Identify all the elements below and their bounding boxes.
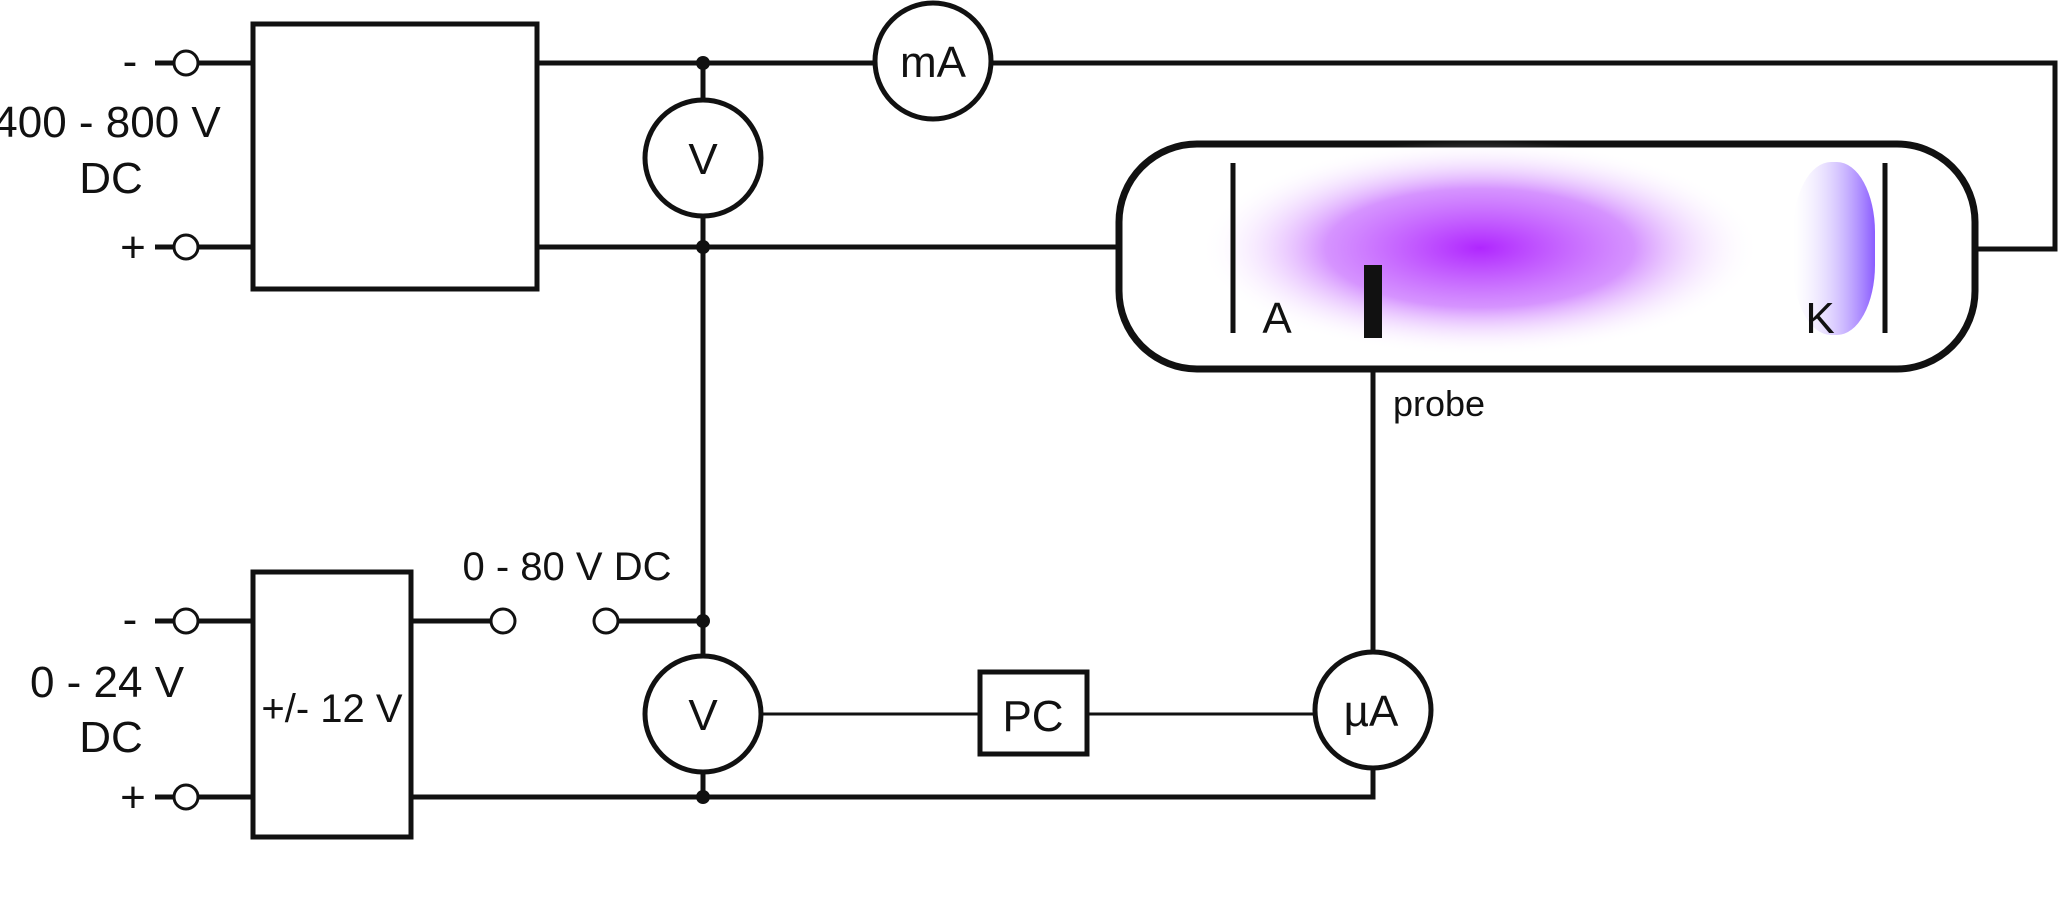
hv-supply-box <box>250 21 540 292</box>
lv-minus-terminal <box>172 607 200 635</box>
lv-plus-terminal <box>172 783 200 811</box>
lv-supply: - + 0 - 24 V DC +/- 12 V <box>30 569 414 840</box>
microammeter-circle <box>1312 649 1434 771</box>
microammeter-label: µA <box>1344 687 1399 736</box>
hv-minus-terminal <box>172 49 200 77</box>
hv-range-label: 400 - 800 V <box>0 98 221 147</box>
lv-plus-sign: + <box>120 773 146 822</box>
hv-type-label: DC <box>79 154 143 203</box>
probe-supply-terminal-left <box>489 607 517 635</box>
microammeter: µA <box>1312 649 1434 771</box>
hv-minus-sign: - <box>123 37 138 86</box>
pc-label: PC <box>1002 692 1063 741</box>
hv-plus-terminal <box>172 233 200 261</box>
milliammeter-label: mA <box>900 38 967 87</box>
cathode-label: K <box>1805 294 1834 343</box>
probe-supply: 0 - 80 V DC <box>463 545 672 635</box>
voltmeter-top-label: V <box>688 135 718 184</box>
plasma-glow <box>1200 140 1760 356</box>
lv-supply-box <box>250 569 414 840</box>
voltmeter-top: V <box>642 97 764 219</box>
hv-plus-sign: + <box>120 223 146 272</box>
pc-box <box>977 669 1090 757</box>
voltmeter-top-circle <box>642 97 764 219</box>
voltmeter-bottom: V <box>642 653 764 775</box>
bottom-return-wire <box>411 768 1376 800</box>
lv-range-label: 0 - 24 V <box>30 658 185 707</box>
anode-label: A <box>1262 294 1292 343</box>
discharge-tube: A K probe <box>1115 140 1979 424</box>
junction-dot <box>696 56 710 70</box>
junction-dot <box>696 790 710 804</box>
voltmeter-bottom-circle <box>642 653 764 775</box>
pc: PC <box>977 669 1090 757</box>
milliammeter-circle <box>872 0 994 122</box>
cathode-glow <box>1793 162 1875 335</box>
probe-supply-label: 0 - 80 V DC <box>463 545 672 589</box>
junctions <box>696 56 710 804</box>
hv-supply: - + 400 - 800 V DC <box>0 21 540 292</box>
probe-label: probe <box>1393 383 1485 424</box>
voltmeter-bottom-label: V <box>688 691 718 740</box>
junction-dot <box>696 240 710 254</box>
junction-dot <box>696 614 710 628</box>
lv-box-label: +/- 12 V <box>261 687 403 731</box>
probe-electrode <box>1364 265 1382 338</box>
milliammeter: mA <box>872 0 994 122</box>
probe-supply-terminal-right <box>592 607 620 635</box>
lv-minus-sign: - <box>123 595 138 644</box>
lv-type-label: DC <box>79 713 143 762</box>
